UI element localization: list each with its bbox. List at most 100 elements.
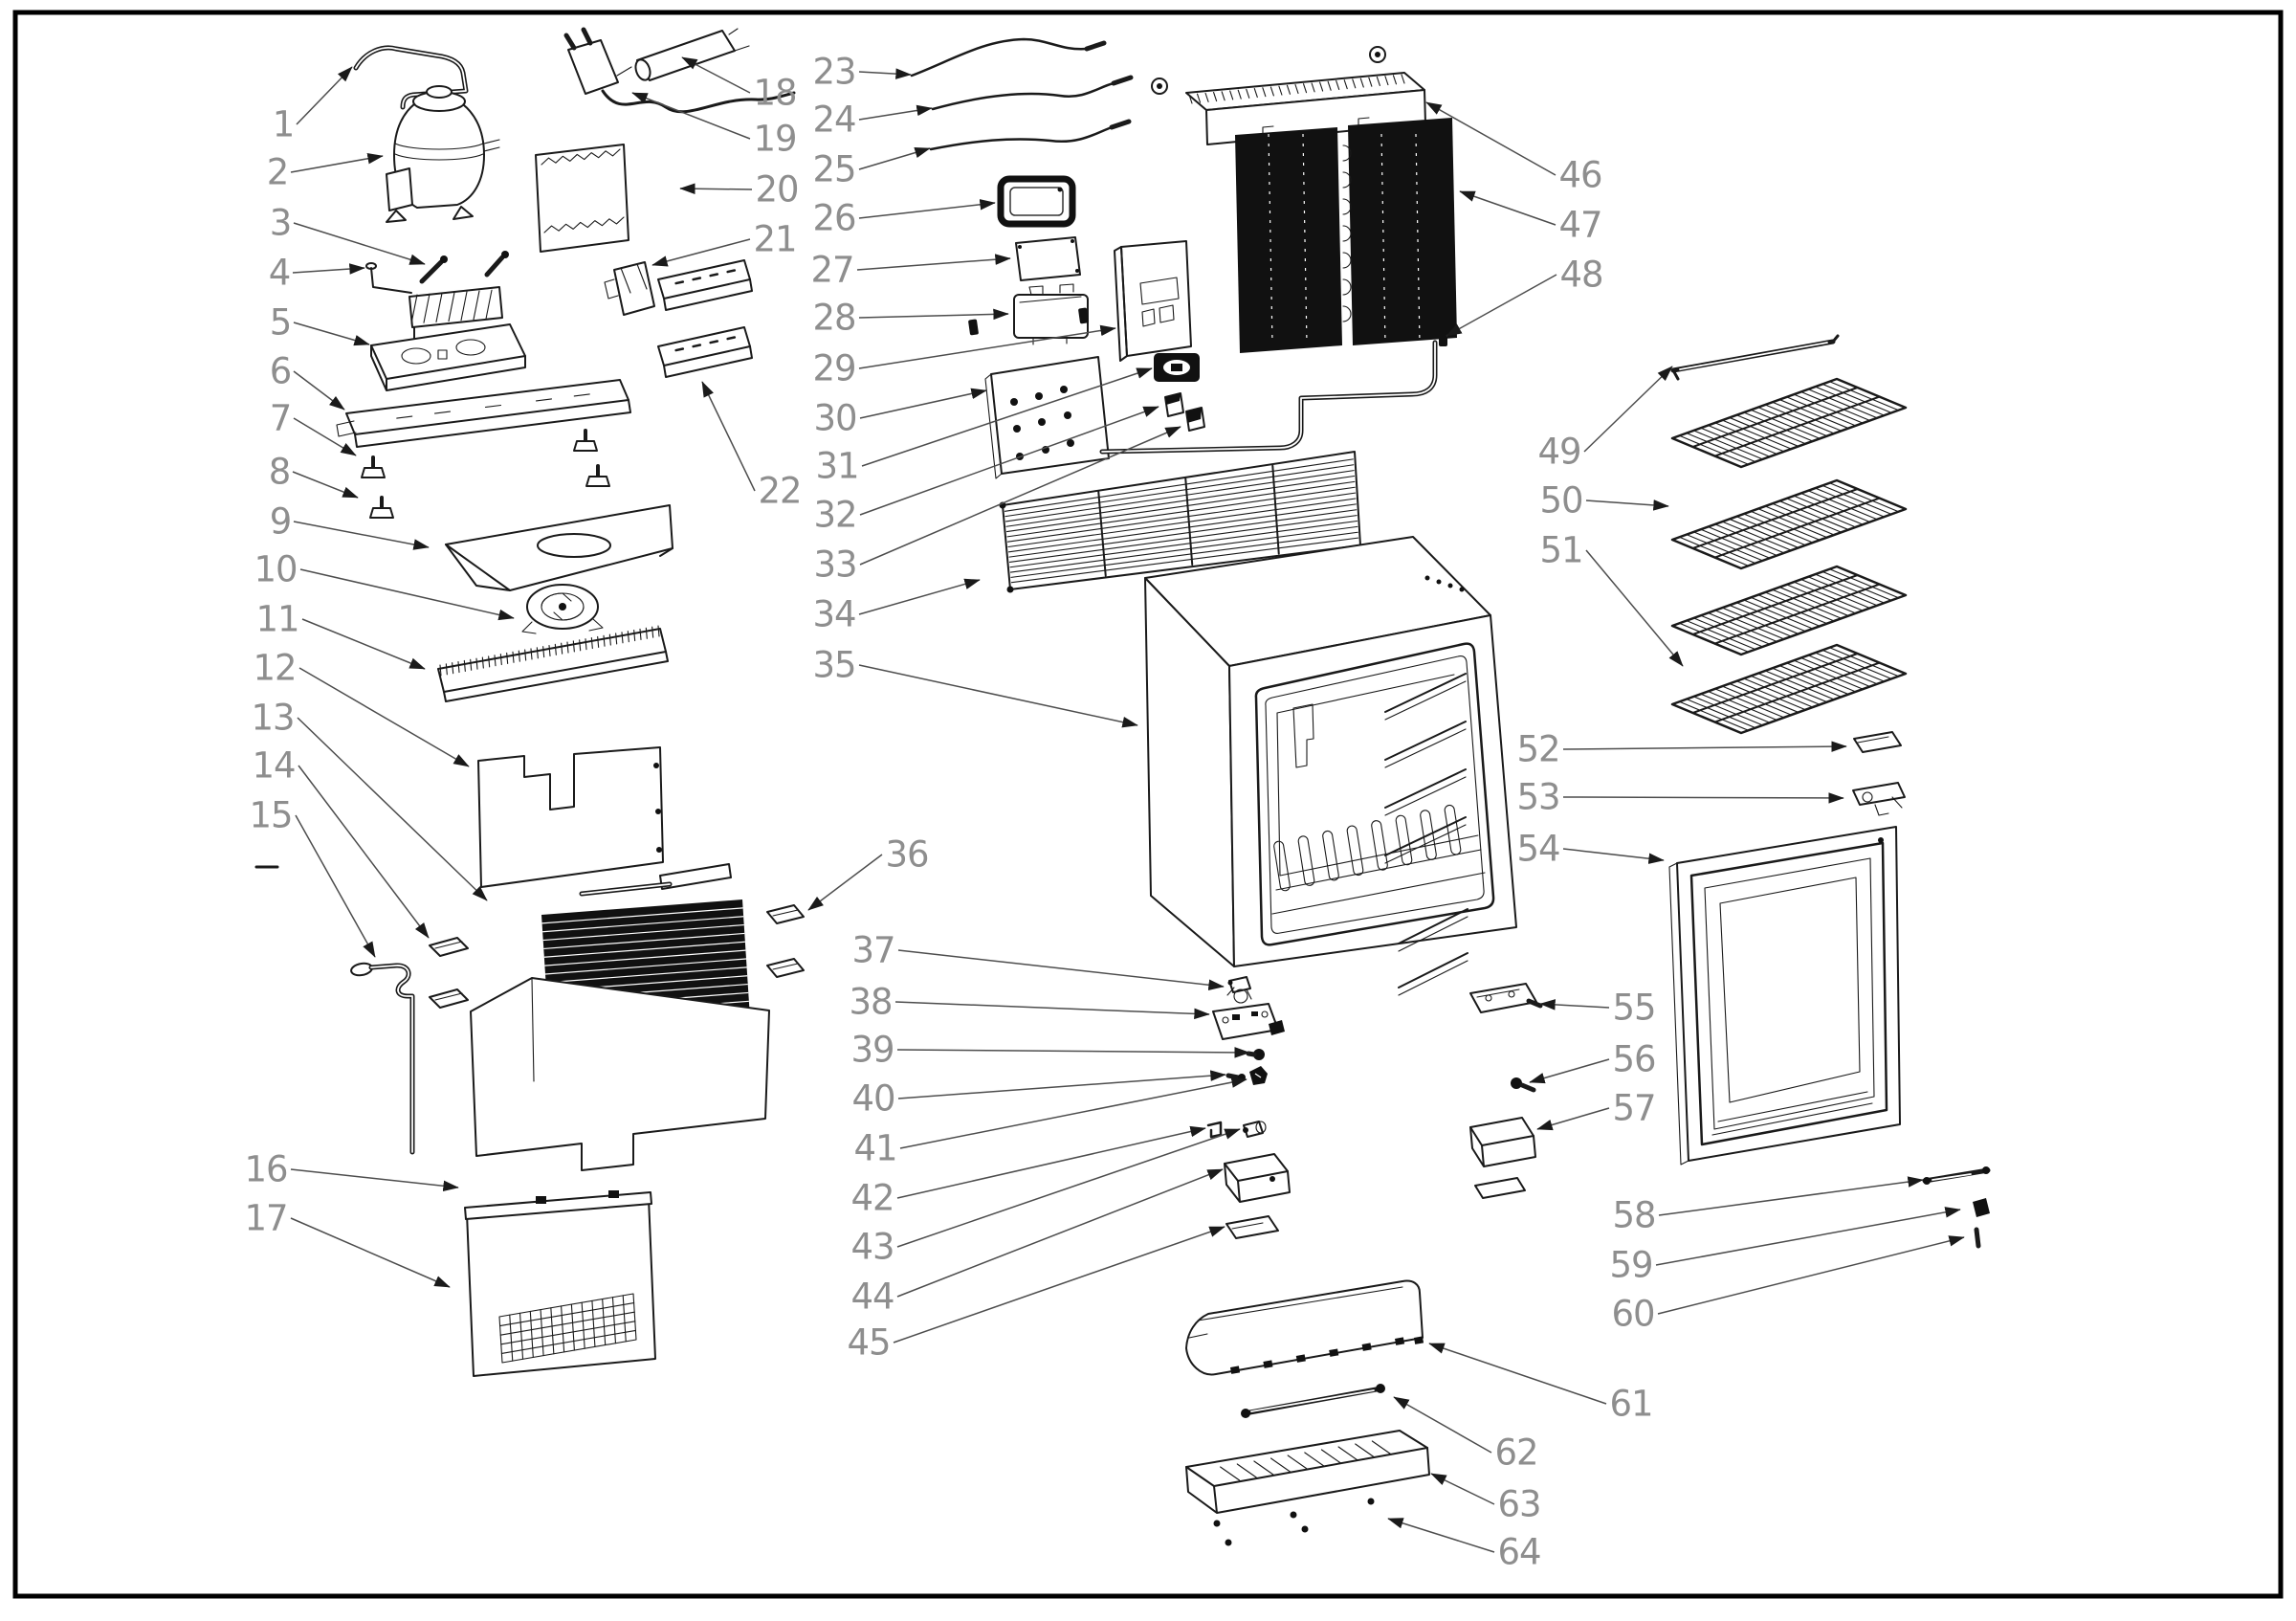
leader-line-57 xyxy=(1536,1107,1610,1131)
part-label-15: 15 xyxy=(249,795,292,836)
leader-line-13 xyxy=(297,717,488,901)
part-label-38: 38 xyxy=(849,982,892,1023)
leader-line-30 xyxy=(859,388,987,419)
part-label-45: 45 xyxy=(847,1322,890,1364)
roller-43 xyxy=(1243,1121,1267,1138)
shelf-clips-36 xyxy=(766,904,805,978)
leader-line-54 xyxy=(1562,848,1665,864)
wire-condenser-panel xyxy=(999,451,1361,593)
shelf-support-rod xyxy=(1670,334,1840,381)
leader-line-19 xyxy=(631,92,751,140)
switch-clips xyxy=(1164,392,1205,432)
hinge-cup-57 xyxy=(1469,1117,1536,1199)
wire-shelf xyxy=(1670,643,1908,735)
part-label-59: 59 xyxy=(1609,1245,1652,1286)
part-label-53: 53 xyxy=(1516,777,1559,818)
screw-39 xyxy=(1246,1049,1265,1060)
part-label-24: 24 xyxy=(812,100,855,141)
part-label-62: 62 xyxy=(1494,1432,1537,1474)
part-label-16: 16 xyxy=(244,1149,287,1190)
leader-line-64 xyxy=(1387,1518,1495,1553)
slotted-brackets xyxy=(657,259,753,378)
leader-line-29 xyxy=(858,324,1116,369)
leader-line-42 xyxy=(896,1125,1206,1199)
part-label-23: 23 xyxy=(812,52,855,93)
leader-line-26 xyxy=(858,199,996,219)
part-labels: 1234567891011121314151617181920212223242… xyxy=(244,52,1965,1573)
cabinet-body xyxy=(1144,536,1517,996)
part-label-52: 52 xyxy=(1516,729,1559,770)
leader-line-9 xyxy=(293,521,430,550)
part-label-10: 10 xyxy=(254,549,297,590)
filter-dryer xyxy=(616,28,750,81)
wire-shelf xyxy=(1670,478,1908,570)
part-label-28: 28 xyxy=(812,298,855,339)
tray-screws-64 xyxy=(1213,1498,1375,1546)
top-hinge-53 xyxy=(1852,782,1906,816)
drain-heater xyxy=(365,262,503,345)
leader-line-52 xyxy=(1562,741,1847,752)
divider-panel xyxy=(477,746,664,888)
leader-line-49 xyxy=(1583,366,1673,453)
part-label-1: 1 xyxy=(273,104,295,145)
part-label-58: 58 xyxy=(1612,1195,1655,1236)
cover-plate-45 xyxy=(1225,1215,1279,1239)
hinge-clip-41 xyxy=(1249,1066,1268,1085)
part-label-8: 8 xyxy=(269,452,291,493)
part-label-27: 27 xyxy=(810,250,853,291)
part-label-64: 64 xyxy=(1497,1532,1540,1573)
condenser-clips xyxy=(968,307,1447,346)
part-label-39: 39 xyxy=(850,1030,894,1071)
part-label-51: 51 xyxy=(1539,530,1582,571)
top-vent-grille xyxy=(1151,46,1426,145)
leader-line-45 xyxy=(893,1226,1225,1343)
leader-line-60 xyxy=(1657,1235,1965,1315)
fan-motor xyxy=(521,584,604,634)
power-cord-plug xyxy=(563,27,796,114)
leader-line-3 xyxy=(293,222,426,265)
bottom-hinge-plate-55 xyxy=(1469,983,1543,1013)
wire-shelves xyxy=(1670,377,1908,735)
cover-plate xyxy=(535,144,629,253)
leader-line-55 xyxy=(1539,999,1610,1010)
part-label-44: 44 xyxy=(850,1277,894,1318)
page-border xyxy=(12,10,2284,1599)
part-label-57: 57 xyxy=(1612,1088,1655,1129)
base-rail xyxy=(336,379,631,448)
trim-strip-62 xyxy=(1241,1384,1385,1418)
leader-line-5 xyxy=(293,322,370,346)
leader-line-21 xyxy=(651,238,751,267)
part-label-13: 13 xyxy=(251,698,294,739)
rear-vent-panel xyxy=(464,1190,656,1377)
compressor xyxy=(386,85,500,223)
leader-line-7 xyxy=(293,417,357,456)
heater-strip xyxy=(437,625,669,702)
leader-line-61 xyxy=(1428,1343,1607,1405)
part-label-19: 19 xyxy=(753,119,796,160)
leader-line-40 xyxy=(897,1070,1226,1099)
wire-shelf xyxy=(1670,377,1908,469)
leader-line-59 xyxy=(1655,1207,1961,1266)
part-label-17: 17 xyxy=(244,1198,287,1239)
part-label-12: 12 xyxy=(253,648,296,689)
part-label-56: 56 xyxy=(1612,1039,1655,1080)
leader-line-12 xyxy=(298,667,470,767)
part-label-34: 34 xyxy=(812,594,855,635)
leader-line-28 xyxy=(858,308,1009,321)
cover-plate-small xyxy=(1015,236,1081,281)
leader-line-27 xyxy=(856,254,1011,271)
leader-line-47 xyxy=(1459,190,1556,226)
part-label-47: 47 xyxy=(1558,205,1601,246)
rear-lower-panel xyxy=(470,977,770,1171)
thermostat xyxy=(1226,976,1252,1004)
leader-line-44 xyxy=(896,1168,1224,1298)
part-label-9: 9 xyxy=(270,501,292,543)
part-label-48: 48 xyxy=(1559,255,1602,296)
leader-line-1 xyxy=(296,66,353,125)
part-label-36: 36 xyxy=(885,834,928,876)
part-label-60: 60 xyxy=(1611,1294,1654,1335)
bracket-42 xyxy=(1206,1121,1223,1139)
leader-line-4 xyxy=(292,263,365,275)
